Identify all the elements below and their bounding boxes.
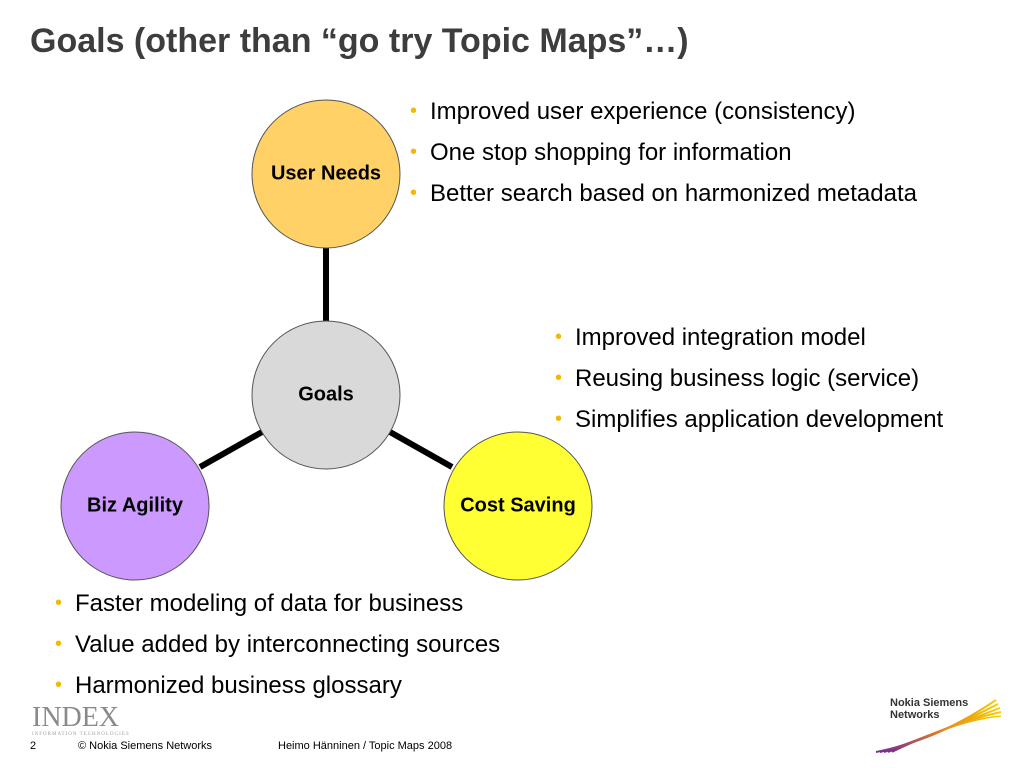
nsn-logo-line2: Networks	[890, 709, 940, 721]
bullet-item: Value added by interconnecting sources	[55, 624, 500, 665]
biz-agility-circle	[60, 431, 210, 581]
footer-author: Heimo Hänninen / Topic Maps 2008	[278, 740, 453, 752]
bullet-item: Better search based on harmonized metada…	[410, 173, 917, 214]
index-logo-subtitle: INFORMATION TECHNOLOGIES	[32, 732, 130, 737]
footer-copyright: © Nokia Siemens Networks	[78, 740, 213, 752]
cost-saving-circle	[443, 431, 593, 581]
bullet-item: Faster modeling of data for business	[55, 583, 500, 624]
user-needs-bullets: Improved user experience (consistency) O…	[410, 91, 917, 214]
bullet-item: Reusing business logic (service)	[555, 358, 943, 399]
user-needs-label: User Needs	[270, 162, 382, 185]
index-logo: INDEX	[32, 702, 120, 733]
cost-saving-label: Cost Saving	[460, 494, 576, 517]
nsn-swoosh-icon	[876, 699, 1002, 753]
bullet-item: Improved integration model	[555, 317, 943, 358]
slide-title: Goals (other than “go try Topic Maps”…)	[30, 22, 689, 60]
connector-biz-agility	[198, 429, 264, 470]
bullet-item: Simplifies application development	[555, 399, 943, 440]
page-number: 2	[30, 740, 37, 752]
connector-cost-saving	[388, 429, 454, 470]
goals-circle	[251, 320, 401, 470]
nsn-logo-text: Nokia Siemens Networks	[890, 697, 968, 721]
bullet-item: One stop shopping for information	[410, 132, 917, 173]
nsn-logo-line1: Nokia Siemens	[890, 697, 969, 709]
bullet-item: Harmonized business glossary	[55, 665, 500, 706]
user-needs-circle	[251, 99, 401, 249]
cost-saving-bullets: Improved integration model Reusing busin…	[555, 317, 943, 440]
goals-label: Goals	[298, 383, 354, 406]
bullet-item: Improved user experience (consistency)	[410, 91, 917, 132]
biz-agility-label: Biz Agility	[87, 494, 183, 517]
biz-agility-bullets: Faster modeling of data for business Val…	[55, 583, 500, 706]
